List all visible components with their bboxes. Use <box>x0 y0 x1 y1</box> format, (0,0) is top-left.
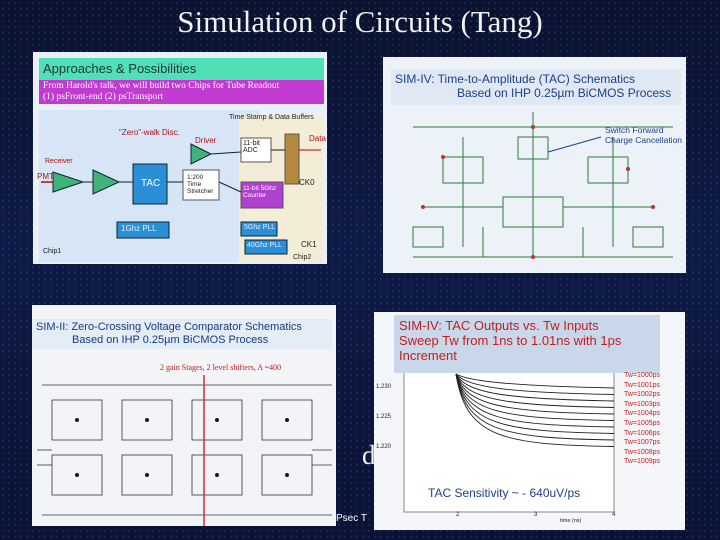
ck0-label: CK0 <box>299 178 315 187</box>
tac-output-panel: SIM-IV: TAC Outputs vs. Tw Inputs Sweep … <box>374 312 685 530</box>
tac-output-curve <box>455 373 615 415</box>
panel1-subheader-line1: From Harold's talk, we will build two Ch… <box>43 81 280 91</box>
panel4-header-line1: SIM-IV: TAC Outputs vs. Tw Inputs <box>399 318 599 333</box>
tac-output-curve <box>455 373 615 408</box>
panel4-header-line3: Increment <box>399 348 457 363</box>
chip2-label: Chip2 <box>293 254 312 261</box>
x-axis-label: time (ns) <box>560 518 582 524</box>
tw-legend-entry: Tw=1000ps <box>624 372 660 379</box>
pmt-label: PMT <box>37 172 54 181</box>
panel2-header-line1: SIM-IV: Time-to-Amplitude (TAC) Schemati… <box>395 72 636 86</box>
tac-output-curve <box>455 373 615 434</box>
x-tick-2: 3 <box>534 512 538 518</box>
ck1-label: CK1 <box>301 240 317 249</box>
panel3-header-line1: SIM-II: Zero-Crossing Voltage Comparator… <box>36 321 302 333</box>
tw-legend-entry: Tw=1004ps <box>624 410 660 418</box>
block-diagram-panel: Approaches & Possibilities From Harold's… <box>33 52 327 264</box>
panel2-header-line2: Based on IHP 0.25µm BiCMOS Process <box>457 86 672 100</box>
pll1-label: 1Ghz PLL <box>121 224 157 233</box>
block-diagram <box>39 110 323 262</box>
stretcher-label: 1:200 Time Stretcher <box>187 174 214 195</box>
tac-schematic-panel: SIM-IV: Time-to-Amplitude (TAC) Schemati… <box>383 57 686 273</box>
tac-output-curve <box>455 373 615 421</box>
tac-label: TAC <box>141 178 161 189</box>
panel4-header: SIM-IV: TAC Outputs vs. Tw Inputs Sweep … <box>394 315 660 373</box>
tac-schematic <box>412 112 673 259</box>
tw-legend-entry: Tw=1006ps <box>624 429 660 437</box>
tw-legend-entry: Tw=1008ps <box>624 448 660 456</box>
panel4-header-line2: Sweep Tw from 1ns to 1.01ns with 1ps <box>399 333 622 348</box>
tac-output-curve <box>455 373 615 389</box>
tac-output-curve <box>455 373 615 428</box>
y-tick-1: 1.230 <box>376 384 392 390</box>
x-tick-3: 4 <box>612 512 616 518</box>
timestamp-label: Time Stamp & Data Buffers <box>229 114 314 121</box>
counter-label: 11-bit 5Ghz Counter <box>243 185 277 199</box>
tw-legend-entry: Tw=1002ps <box>624 391 660 399</box>
pll5-label: 5Ghz PLL <box>244 224 276 231</box>
panel1-subheader: From Harold's talk, we will build two Ch… <box>39 80 324 104</box>
comparator-schematic-panel: SIM-II: Zero-Crossing Voltage Comparator… <box>32 305 336 526</box>
charge-cancel-note: Switch Forward Charge Cancellation <box>605 125 683 145</box>
adc-label: 11-bit ADC <box>243 140 260 154</box>
panel3-header: SIM-II: Zero-Crossing Voltage Comparator… <box>32 319 332 349</box>
tw-legend-entry: Tw=1005ps <box>624 420 660 427</box>
tw-legend-entry: Tw=1009ps <box>624 458 660 466</box>
comparator-schematic <box>37 375 332 526</box>
x-tick-1: 2 <box>456 512 460 518</box>
y-tick-3: 1.220 <box>376 444 392 450</box>
y-tick-2: 1.225 <box>376 414 392 420</box>
zero-walk-label: "Zero"-walk Disc. <box>119 128 180 137</box>
chip1-label: Chip1 <box>43 248 62 255</box>
tw-legend-entry: Tw=1007ps <box>624 439 660 447</box>
pll40-label: 40Ghz PLL <box>247 242 283 249</box>
footer-text: Psec T <box>336 513 367 524</box>
data-label: Data <box>309 134 326 143</box>
tw-legend-entry: Tw=1001ps <box>624 381 660 389</box>
panel1-subheader-line2: (1) psFront-end (2) psTransport <box>43 92 164 102</box>
tac-sensitivity-label: TAC Sensitivity ~ - 640uV/ps <box>428 486 581 500</box>
overlap-letter: d <box>362 440 376 470</box>
panel2-header: SIM-IV: Time-to-Amplitude (TAC) Schemati… <box>391 69 681 105</box>
tac-output-curve <box>455 373 615 395</box>
slide-title: Simulation of Circuits (Tang) <box>177 4 543 39</box>
comparator-note: 2 gain Stages, 2 level shifters, A =400 <box>160 363 282 372</box>
tw-legend-entry: Tw=1003ps <box>624 400 660 408</box>
panel1-header: Approaches & Possibilities <box>39 58 324 80</box>
receiver-label: Receiver <box>45 158 73 165</box>
panel3-header-line2: Based on IHP 0.25µm BiCMOS Process <box>72 334 269 346</box>
tac-output-curve <box>455 373 615 402</box>
tac-output-plot <box>403 371 615 513</box>
tac-output-curve <box>455 373 615 441</box>
tac-output-curve <box>455 373 615 447</box>
driver-label: Driver <box>195 136 217 145</box>
